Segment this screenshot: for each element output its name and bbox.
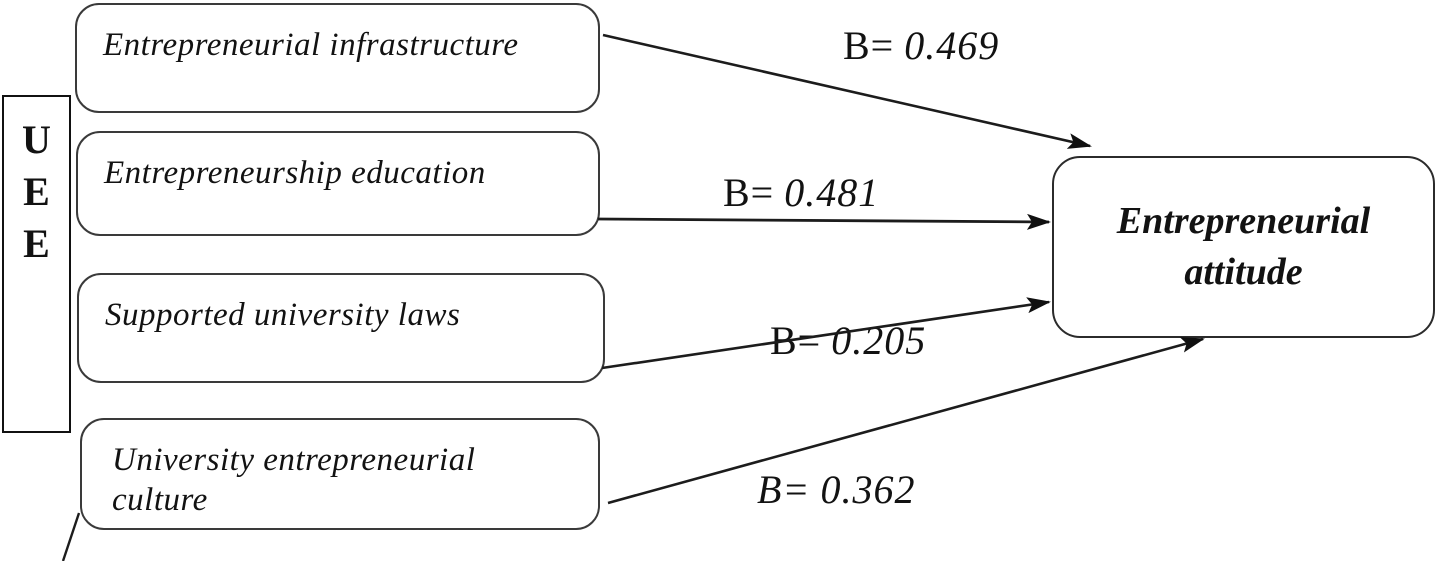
predictor-label: University entrepreneurial culture [112, 442, 476, 519]
coefficient-value: 0.362 [820, 467, 916, 512]
coefficient-prefix: B= [723, 170, 775, 215]
predictor-box-entrepreneurship-education: Entrepreneurship education [76, 131, 600, 236]
predictor-box-entrepreneurial-infrastructure: Entrepreneurial infrastructure [75, 3, 600, 113]
uee-group-box: U E E [2, 95, 71, 433]
outcome-label: Entrepreneurial attitude [1116, 199, 1371, 293]
coefficient-value: 0.469 [904, 23, 1000, 68]
predictor-label: Entrepreneurial infrastructure [103, 27, 519, 63]
predictor-label: Supported university laws [105, 297, 461, 333]
coefficient-prefix: B= [757, 467, 811, 512]
uee-letter-e1: E [23, 169, 50, 214]
coefficient-value: 0.481 [784, 170, 880, 215]
coefficient-label-culture: B=0.362 [757, 466, 915, 513]
stray-tick-line [61, 512, 81, 561]
arrow-education-to-attitude [597, 213, 1051, 230]
coefficient-label-laws: B=0.205 [770, 317, 926, 364]
predictor-label: Entrepreneurship education [104, 155, 486, 191]
coefficient-value: 0.205 [831, 318, 927, 363]
predictor-box-university-entrepreneurial-culture: University entrepreneurial culture [80, 418, 600, 530]
coefficient-prefix: B= [770, 318, 822, 363]
uee-letter-e2: E [23, 221, 50, 266]
predictor-box-supported-university-laws: Supported university laws [77, 273, 605, 383]
coefficient-label-infrastructure: B=0.469 [843, 22, 999, 69]
outcome-box-entrepreneurial-attitude: Entrepreneurial attitude [1052, 156, 1435, 338]
coefficient-prefix: B= [843, 23, 895, 68]
coefficient-label-education: B=0.481 [723, 169, 879, 216]
uee-letter-u: U [22, 117, 51, 162]
